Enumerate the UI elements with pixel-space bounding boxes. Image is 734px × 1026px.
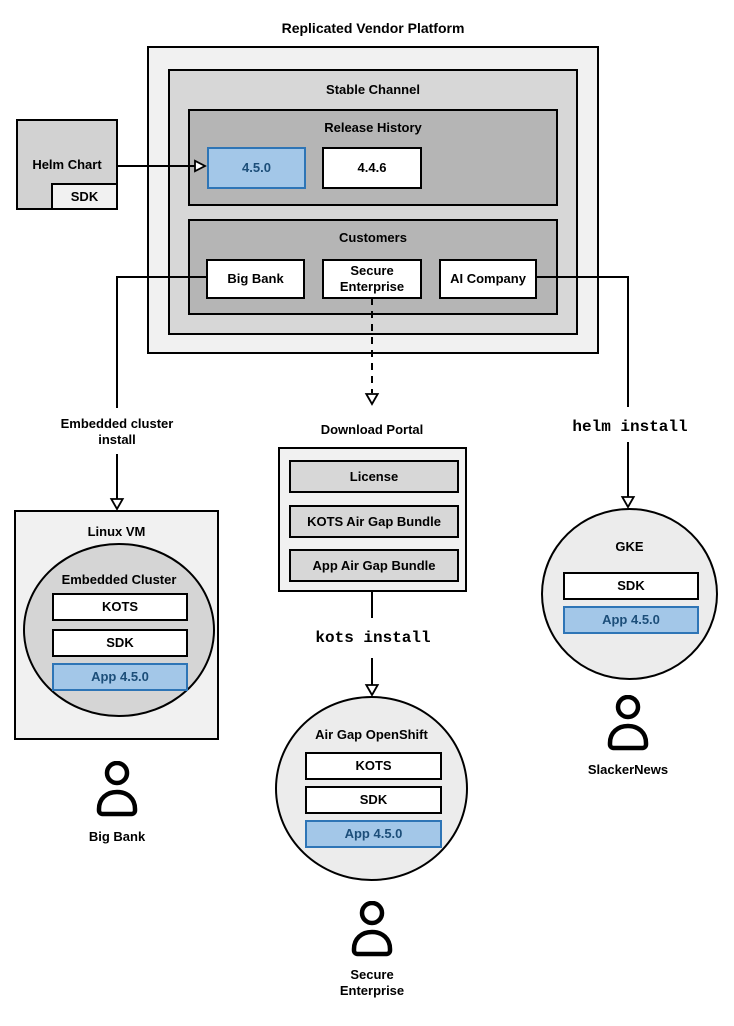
edge-label-embedded-cluster-install: Embedded cluster install [60,416,174,447]
user-icon [607,695,649,751]
diagram-title: Replicated Vendor Platform [281,20,465,36]
download-portal-box: License KOTS Air Gap Bundle App Air Gap … [278,447,467,592]
gke-sdk-box: SDK [563,572,699,600]
download-portal-label: Download Portal [320,422,424,437]
gke-app-box: App 4.5.0 [563,606,699,634]
gke-circle: GKE SDK App 4.5.0 [541,508,718,680]
helm-chart-label: Helm Chart [32,157,102,172]
user-label-big-bank: Big Bank [88,829,146,844]
airgap-openshift-label: Air Gap OpenShift [315,727,428,742]
edge-label-kots-install: kots install [315,629,431,647]
gke-label: GKE [615,539,644,554]
lvm-sdk-box: SDK [52,629,188,657]
openshift-sdk-box: SDK [305,786,442,814]
gke-arrowhead [620,496,636,509]
customers-box: Customers Big Bank Secure Enterprise AI … [188,219,558,315]
linux-vm-arrowhead [109,498,125,511]
edge-label-helm-install: helm install [572,418,688,436]
user-icon [96,761,138,817]
customers-label: Customers [339,230,407,245]
release-history-box: Release History 4.5.0 4.4.6 [188,109,558,206]
helm-sdk-box: SDK [51,183,118,210]
license-box: License [289,460,459,493]
lvm-app-box: App 4.5.0 [52,663,188,691]
user-label-slackernews: SlackerNews [587,762,669,777]
helm-chart-box: Helm Chart SDK [16,119,118,210]
openshift-arrowhead [364,684,380,697]
download-portal-arrowhead [364,393,380,406]
customer-secure-enterprise-box: Secure Enterprise [322,259,422,299]
linux-vm-box: Linux VM Embedded Cluster KOTS SDK App 4… [14,510,219,740]
linux-vm-label: Linux VM [87,524,146,539]
airgap-openshift-circle: Air Gap OpenShift KOTS SDK App 4.5.0 [275,696,468,881]
lvm-kots-box: KOTS [52,593,188,621]
user-label-secure-enterprise: Secure Enterprise [339,967,405,998]
stable-channel-box: Stable Channel Release History 4.5.0 4.4… [168,69,578,335]
release-version-box-446: 4.4.6 [322,147,422,189]
stable-channel-label: Stable Channel [326,82,420,97]
app-airgap-bundle-box: App Air Gap Bundle [289,549,459,582]
openshift-app-box: App 4.5.0 [305,820,442,848]
kots-airgap-bundle-box: KOTS Air Gap Bundle [289,505,459,538]
vendor-platform-box: Stable Channel Release History 4.5.0 4.4… [147,46,599,354]
openshift-kots-box: KOTS [305,752,442,780]
release-history-label: Release History [324,120,422,135]
customer-ai-company-box: AI Company [439,259,537,299]
user-icon [351,901,393,957]
embedded-cluster-circle: Embedded Cluster KOTS SDK App 4.5.0 [23,543,215,717]
customer-big-bank-box: Big Bank [206,259,305,299]
embedded-cluster-label: Embedded Cluster [61,572,177,587]
release-version-box-450: 4.5.0 [207,147,306,189]
